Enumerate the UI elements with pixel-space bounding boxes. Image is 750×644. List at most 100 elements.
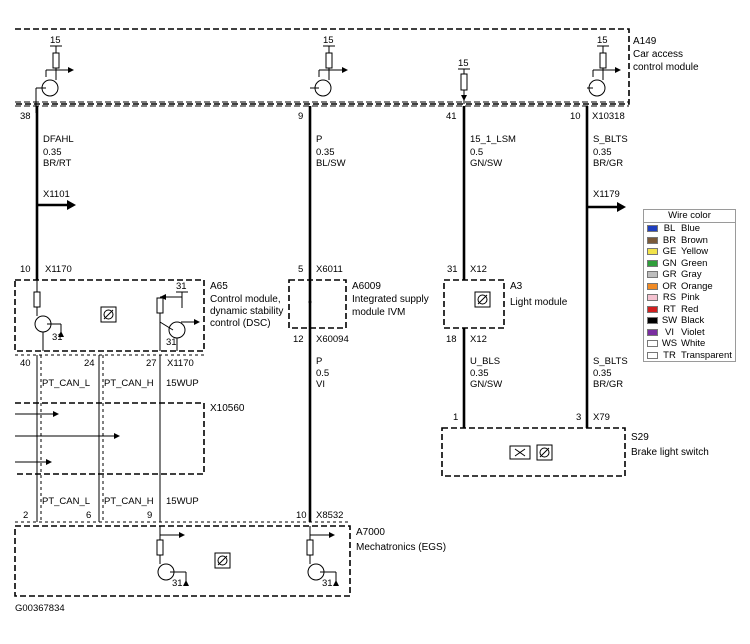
legend-code: VI — [665, 326, 674, 338]
legend-code: BR — [662, 234, 677, 246]
legend-color-name: Transparent — [681, 349, 732, 361]
legend-code: GN — [662, 257, 677, 269]
color-swatch — [647, 236, 658, 244]
module-a149-name-2: control module — [633, 62, 699, 73]
color-swatch — [647, 317, 658, 325]
svg-text:31: 31 — [166, 337, 177, 348]
svg-text:Brake light switch: Brake light switch — [631, 447, 709, 458]
supply-label: 15 — [458, 58, 469, 69]
svg-text:1: 1 — [453, 412, 458, 423]
svg-text:BR/GR: BR/GR — [593, 379, 623, 390]
svg-text:Control module,: Control module, — [210, 294, 281, 305]
svg-text:0.5: 0.5 — [316, 368, 329, 379]
svg-text:PT_CAN_H: PT_CAN_H — [104, 496, 154, 507]
legend-color-name: Green — [681, 257, 708, 269]
svg-text:VI: VI — [316, 379, 325, 390]
svg-text:A3: A3 — [510, 281, 523, 292]
wire-label-dfahl: DFAHL 0.35 BR/RT — [43, 134, 74, 169]
svg-text:X1101: X1101 — [43, 189, 70, 200]
connector-label: X1170 — [167, 358, 194, 369]
color-swatch — [647, 328, 658, 336]
legend-color-name: Black — [681, 315, 705, 326]
color-swatch — [647, 305, 658, 313]
legend-color-name: Brown — [681, 234, 708, 246]
pin-label: 27 — [146, 358, 157, 369]
pin-label: 24 — [84, 358, 95, 369]
svg-text:PT_CAN_L: PT_CAN_L — [42, 496, 90, 507]
svg-text:X1170: X1170 — [45, 264, 72, 275]
legend-code: GR — [662, 269, 677, 280]
svg-text:15WUP: 15WUP — [166, 496, 199, 507]
svg-text:U_BLS: U_BLS — [470, 356, 500, 367]
legend-code: SW — [661, 315, 678, 326]
color-swatch — [647, 259, 658, 267]
legend-item-gn: GN Green — [644, 258, 735, 270]
svg-text:A7000: A7000 — [356, 527, 385, 538]
svg-text:X60094: X60094 — [316, 334, 349, 345]
a149-supply-3: 15 — [458, 58, 470, 104]
svg-text:S29: S29 — [631, 432, 649, 443]
legend-code: BL — [663, 223, 676, 234]
svg-text:10: 10 — [296, 510, 307, 521]
connector-label: X10318 — [592, 111, 625, 122]
svg-text:BR/RT: BR/RT — [43, 158, 72, 169]
svg-text:31: 31 — [52, 332, 63, 343]
color-swatch — [647, 294, 658, 302]
svg-text:31: 31 — [176, 281, 187, 292]
legend-color-name: Gray — [681, 269, 702, 280]
svg-text:S_BLTS: S_BLTS — [593, 134, 628, 145]
svg-text:X6011: X6011 — [316, 264, 343, 275]
wire-label-lsm: 15_1_LSM 0.5 GN/SW — [470, 134, 516, 169]
legend-code: OR — [662, 280, 677, 292]
pin-label: 41 — [446, 111, 457, 122]
legend-item-bl: BL Blue — [644, 223, 735, 235]
pin-label: 38 — [20, 111, 31, 122]
module-a149-id: A149 — [633, 36, 657, 47]
svg-text:BL/SW: BL/SW — [316, 158, 346, 169]
legend-title: Wire color — [644, 210, 735, 223]
wire-label-s-blts-top: S_BLTS 0.35 BR/GR — [593, 134, 628, 169]
svg-text:PT_CAN_L: PT_CAN_L — [42, 378, 90, 389]
supply-label: 15 — [50, 35, 61, 46]
svg-text:0.35: 0.35 — [470, 368, 489, 379]
svg-text:31: 31 — [322, 578, 333, 589]
svg-text:0.35: 0.35 — [43, 147, 62, 158]
svg-text:12: 12 — [293, 334, 304, 345]
svg-text:9: 9 — [147, 510, 152, 521]
svg-text:P: P — [316, 134, 322, 145]
a149-supply-4: 15 — [587, 35, 621, 97]
color-swatch — [647, 282, 658, 290]
svg-text:X10560: X10560 — [210, 403, 245, 414]
svg-text:GN/SW: GN/SW — [470, 158, 502, 169]
wire-label-p-top: P 0.35 BL/SW — [316, 134, 346, 169]
legend-code: RS — [662, 292, 677, 303]
legend-color-name: White — [681, 338, 706, 349]
module-a3: 31 X12 A3 Light module 18 X12 — [443, 264, 568, 345]
svg-text:X12: X12 — [470, 264, 487, 275]
legend-code: RT — [663, 303, 676, 315]
svg-text:GN/SW: GN/SW — [470, 379, 502, 390]
svg-text:0.35: 0.35 — [316, 147, 335, 158]
svg-text:X79: X79 — [593, 412, 610, 423]
svg-text:15_1_LSM: 15_1_LSM — [470, 134, 516, 145]
svg-text:6: 6 — [86, 510, 91, 521]
module-a149: A149 Car access control module — [15, 28, 699, 107]
legend-item-gr: GR Gray — [644, 269, 735, 281]
module-a149-name-1: Car access — [633, 49, 683, 60]
svg-text:PT_CAN_H: PT_CAN_H — [104, 378, 154, 389]
legend-item-br: BR Brown — [644, 235, 735, 247]
color-swatch — [647, 351, 658, 359]
wire-label-u-bls: U_BLS 0.35 GN/SW — [470, 356, 502, 390]
legend-color-name: Blue — [681, 223, 701, 234]
wire-label-s-blts-bottom: S_BLTS 0.35 BR/GR — [593, 356, 628, 390]
color-swatch — [647, 225, 658, 233]
color-swatch — [647, 271, 658, 279]
svg-text:31: 31 — [172, 578, 183, 589]
svg-text:15WUP: 15WUP — [166, 378, 199, 389]
connector-x1101: X1101 — [37, 189, 76, 210]
svg-text:dynamic stability: dynamic stability — [210, 306, 283, 317]
module-a7000: 2 6 9 10 X8532 A7000 Mechatronics (EGS) … — [14, 510, 446, 597]
